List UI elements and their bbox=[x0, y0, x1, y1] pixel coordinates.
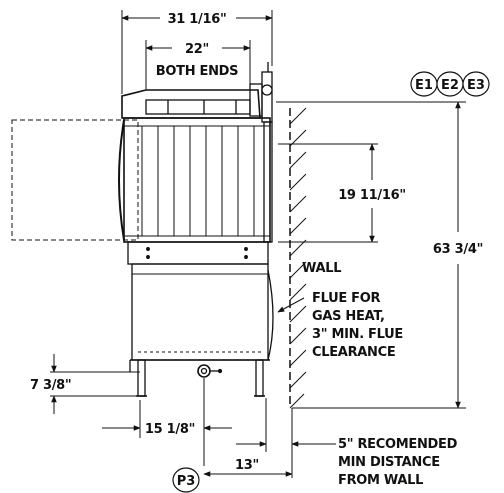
callout-p3: P3 bbox=[177, 474, 196, 489]
callout-p3-bubble bbox=[172, 467, 200, 493]
wall-hatching bbox=[289, 107, 307, 409]
leg-rear bbox=[255, 359, 264, 397]
leg-height-label: 7 3/8" bbox=[30, 378, 71, 393]
drain-connection bbox=[197, 364, 211, 378]
lower-cabinet bbox=[131, 263, 269, 361]
flue-label-line3: 3" MIN. FLUE bbox=[312, 327, 403, 342]
top-hood bbox=[121, 89, 261, 119]
hood-panel bbox=[145, 99, 251, 115]
vent-stack bbox=[249, 62, 273, 243]
overall-width-label: 31 1/16" bbox=[168, 12, 227, 27]
leg-front bbox=[137, 359, 146, 397]
callout-e3-bubble bbox=[462, 71, 490, 97]
p3-offset-label: 13" bbox=[235, 458, 259, 473]
callout-e3: E3 bbox=[467, 78, 485, 93]
distance-label-line2: MIN DISTANCE bbox=[338, 455, 440, 470]
wall bbox=[289, 107, 307, 409]
control-band bbox=[127, 241, 269, 265]
machine-body bbox=[11, 89, 274, 397]
overall-height-label: 63 3/4" bbox=[433, 242, 483, 257]
callouts bbox=[172, 71, 490, 493]
flue-label-line4: CLEARANCE bbox=[312, 345, 395, 360]
door-height-label: 19 11/16" bbox=[338, 188, 406, 203]
door-swing-outline bbox=[11, 119, 139, 241]
distance-label-line1: 5" RECOMENDED bbox=[338, 437, 458, 452]
door-curve bbox=[118, 119, 125, 241]
door-ribs bbox=[141, 126, 255, 236]
leg-offset-label: 15 1/8" bbox=[145, 422, 195, 437]
callout-e1: E1 bbox=[415, 78, 433, 93]
end-width-label: 22" bbox=[185, 42, 209, 57]
flue-label-line1: FLUE FOR bbox=[312, 291, 380, 306]
end-width-note: BOTH ENDS bbox=[156, 64, 238, 79]
wall-label: WALL bbox=[302, 261, 341, 276]
flue-label-line2: GAS HEAT, bbox=[312, 309, 385, 324]
wash-chamber bbox=[123, 117, 271, 243]
distance-label-line3: FROM WALL bbox=[338, 473, 423, 488]
callout-e2: E2 bbox=[441, 78, 459, 93]
dimension-lines bbox=[50, 10, 466, 478]
